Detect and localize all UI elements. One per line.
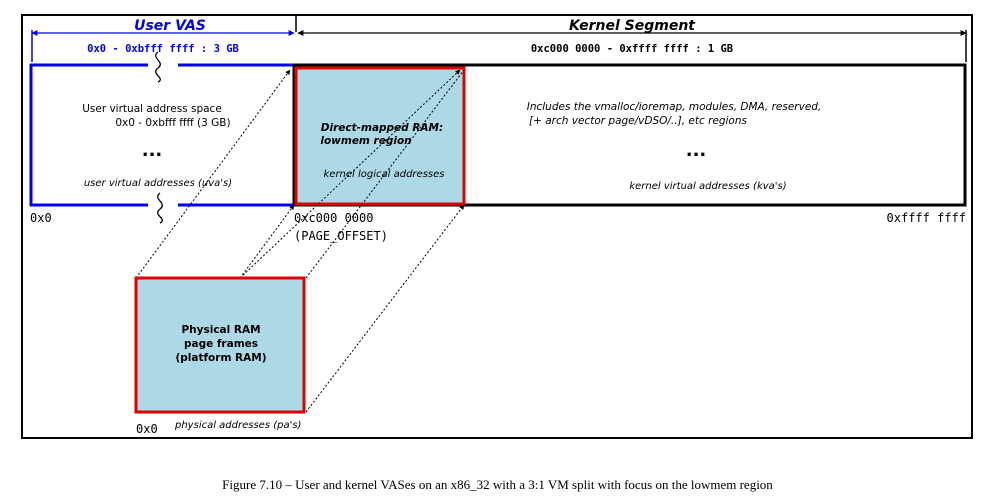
physical-ram-line3: (platform RAM) bbox=[175, 352, 266, 364]
user-vas-range-text: 0x0 - 0xbfff ffff (3 GB) bbox=[115, 117, 230, 129]
kernel-segment-title: Kernel Segment bbox=[569, 18, 696, 34]
kernel-segment-box bbox=[292, 63, 967, 207]
kernel-ellipsis: ... bbox=[686, 140, 707, 161]
uva-label: user virtual addresses (uva's) bbox=[84, 178, 232, 189]
outer-frame bbox=[21, 14, 973, 439]
lowmem-title-line1: Direct-mapped RAM: bbox=[321, 122, 443, 134]
mapping-line-4 bbox=[305, 69, 465, 279]
lowmem-title-line2: lowmem region bbox=[320, 135, 411, 147]
break-squiggle-top bbox=[155, 51, 161, 83]
kernel-includes-line2: [+ arch vector page/vDSO/..], etc region… bbox=[529, 115, 747, 127]
physical-address-start: 0x0 bbox=[136, 422, 158, 436]
kva-label: kernel virtual addresses (kva's) bbox=[629, 181, 786, 192]
physical-ram-line1: Physical RAM bbox=[181, 324, 260, 336]
address-start: 0x0 bbox=[30, 211, 52, 225]
user-vas-description: User virtual address space bbox=[82, 103, 222, 115]
mapping-line-1 bbox=[135, 69, 291, 279]
user-vas-title: User VAS bbox=[134, 18, 206, 34]
user-vas-ellipsis: ... bbox=[142, 140, 163, 161]
address-end: 0xffff ffff bbox=[887, 211, 966, 225]
mapping-line-3 bbox=[239, 204, 295, 279]
figure-caption: Figure 7.10 – User and kernel VASes on a… bbox=[222, 477, 773, 492]
break-squiggle-bottom bbox=[157, 192, 163, 224]
page-offset-label: (PAGE_OFFSET) bbox=[294, 229, 388, 243]
physical-ram-box bbox=[134, 276, 306, 414]
mapping-line-2 bbox=[239, 69, 461, 279]
mapping-line-5 bbox=[305, 204, 465, 413]
user-range-label: 0x0 - 0xbfff ffff : 3 GB bbox=[87, 43, 239, 55]
physical-addresses-label: physical addresses (pa's) bbox=[174, 420, 301, 431]
kernel-includes-line1: Includes the vmalloc/ioremap, modules, D… bbox=[527, 101, 822, 113]
page-offset-address: 0xc000 0000 bbox=[294, 211, 373, 225]
physical-ram-line2: page frames bbox=[184, 338, 258, 350]
kernel-range-label: 0xc000 0000 - 0xffff ffff : 1 GB bbox=[531, 43, 733, 55]
